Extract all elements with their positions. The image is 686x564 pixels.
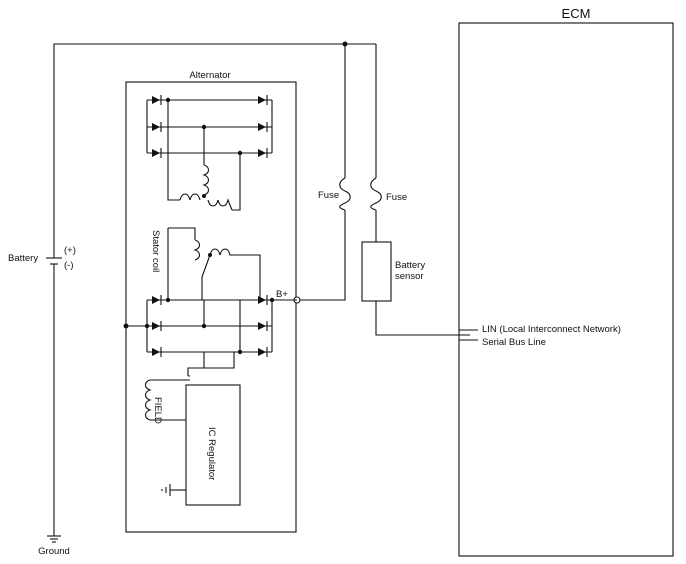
upper-stator-coil (167, 100, 241, 211)
lower-stator-coil (168, 227, 261, 300)
fuse-2-icon (370, 177, 382, 211)
lin-label-1: LIN (Local Interconnect Network) (482, 324, 621, 335)
field-label: FIELD (152, 397, 163, 424)
battery-sensor-label-2: sensor (395, 271, 424, 282)
battery-sensor-box (361, 241, 392, 302)
ic-regulator-label: IC Regulator (206, 427, 217, 480)
fuse-2-wire (375, 44, 470, 336)
b-plus-label: B+ (276, 289, 288, 300)
fuse-1-wire (297, 44, 346, 301)
lower-rectifier (123, 228, 297, 357)
ecm-title: ECM (562, 6, 591, 21)
lin-label-2: Serial Bus Line (482, 337, 546, 348)
field-coil (144, 352, 235, 421)
battery-label: Battery (8, 253, 38, 264)
battery-plus-label: (+) (64, 245, 76, 256)
ecm-box (458, 22, 674, 557)
battery-symbol (46, 257, 62, 536)
battery-minus-label: (-) (64, 260, 74, 271)
fuse-1-label: Fuse (318, 190, 339, 201)
fuse-1-icon (339, 177, 351, 211)
stator-coil-label: Stator coil (150, 230, 161, 272)
ic-regulator-box (185, 384, 241, 506)
alternator-title: Alternator (189, 70, 230, 81)
regulator-ground-icon (161, 484, 186, 496)
upper-rectifier (146, 95, 273, 158)
ground-label: Ground (38, 546, 70, 557)
ground-symbol (47, 535, 61, 543)
battery-top-wire (53, 43, 376, 258)
fuse-2-label: Fuse (386, 192, 407, 203)
battery-sensor-label-1: Battery (395, 260, 425, 271)
lin-connector (459, 329, 478, 341)
